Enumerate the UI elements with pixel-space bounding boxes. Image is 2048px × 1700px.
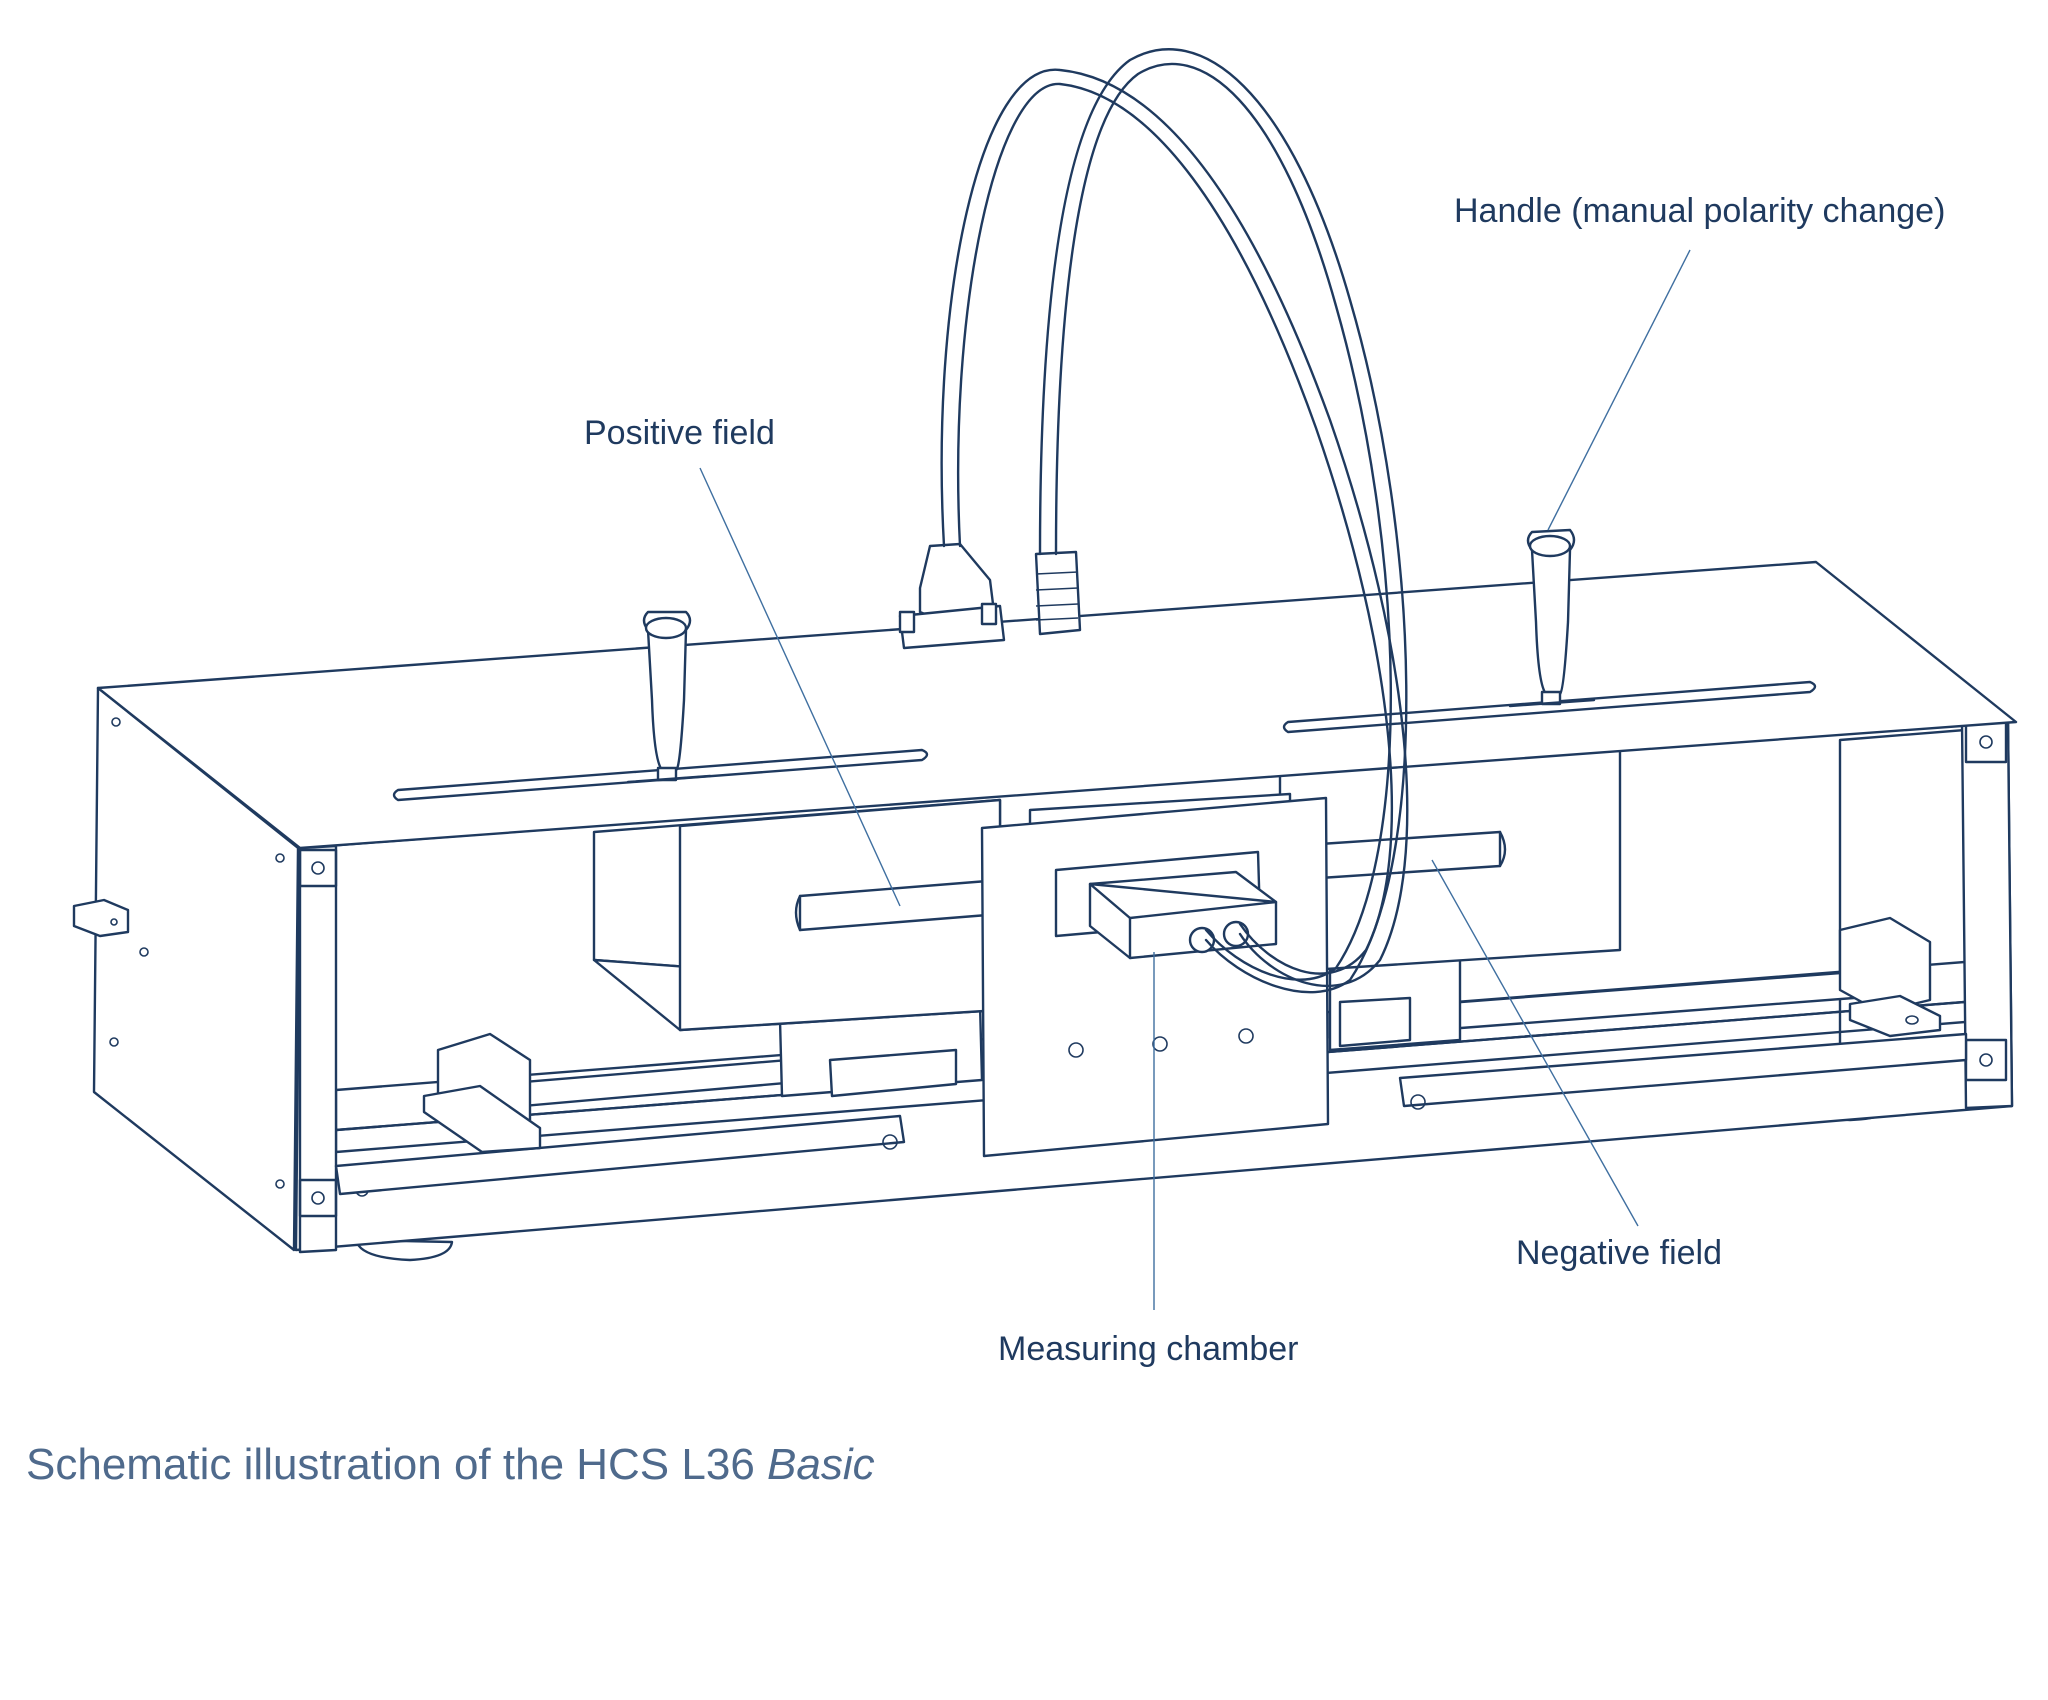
- cables: [940, 48, 1409, 994]
- positive-field-magnet: [592, 798, 1002, 1032]
- figure-caption: Schematic illustration of the HCS L36 Ba…: [26, 1440, 875, 1490]
- handle-left: [626, 610, 712, 784]
- measuring-chamber: [980, 796, 1330, 1158]
- label-handle: Handle (manual polarity change): [1454, 192, 1945, 230]
- guide-rails: [334, 968, 1968, 1196]
- leader-handle: [1547, 249, 1691, 531]
- handle-right: [1508, 528, 1596, 708]
- cable-connectors: [898, 542, 1082, 650]
- left-side-panel: [72, 686, 300, 1252]
- label-negative-field: Negative field: [1516, 1234, 1722, 1272]
- leader-lines: [699, 249, 1691, 1310]
- leader-negative-field: [1431, 859, 1639, 1227]
- caption-emphasis: Basic: [767, 1440, 875, 1489]
- label-positive-field: Positive field: [584, 414, 775, 452]
- leader-positive-field: [699, 467, 901, 907]
- caption-text: Schematic illustration of the HCS L36: [26, 1440, 755, 1489]
- label-measuring-chamber: Measuring chamber: [998, 1330, 1298, 1368]
